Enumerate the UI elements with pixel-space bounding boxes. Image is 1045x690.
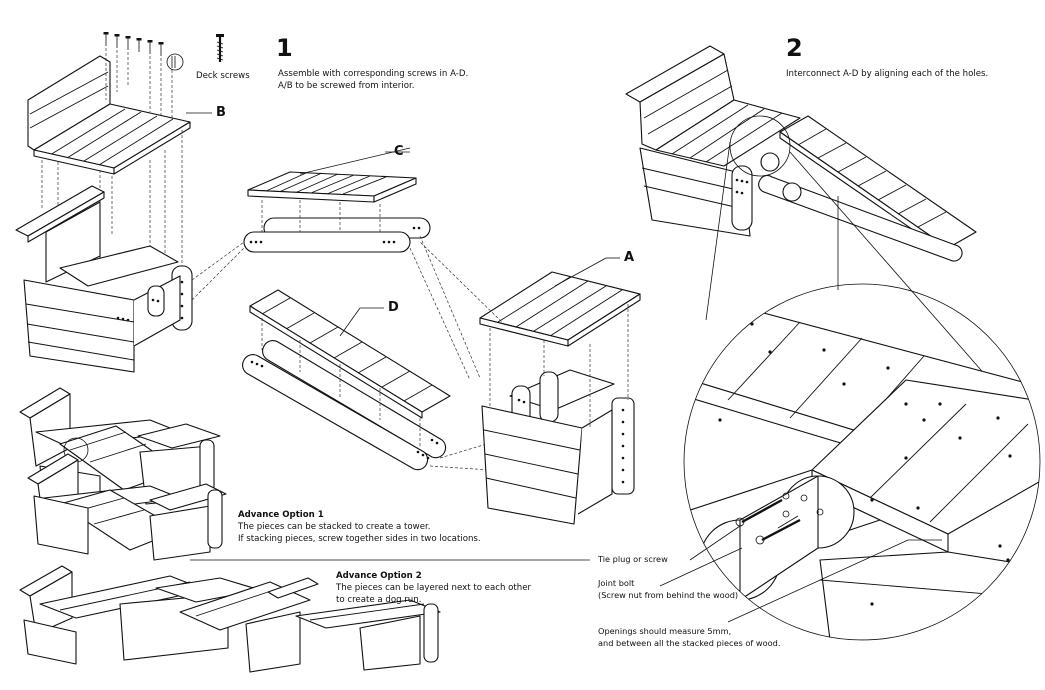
screw-holes-detail: [718, 322, 1012, 606]
chair-frame-b: [15, 185, 193, 373]
callout-openings: Openings should measure 5mm, and between…: [598, 626, 780, 649]
part-label-d: D: [388, 300, 399, 315]
option1-tower: [19, 387, 227, 561]
callout-joint-bolt-title: Joint bolt: [598, 578, 635, 588]
option2-line2: to create a dog run.: [336, 595, 422, 605]
alignment-lines-a: [419, 241, 629, 428]
callout-joint-bolt: Joint bolt (Screw nut from behind the wo…: [598, 578, 738, 601]
callout-joint-bolt-note: (Screw nut from behind the wood): [598, 589, 739, 600]
option1-title: Advance Option 1: [238, 510, 324, 520]
step2-assembled: [625, 45, 977, 262]
option1-notes: Advance Option 1 The pieces can be stack…: [238, 509, 481, 545]
joint-bolt-detail: [735, 492, 824, 545]
screw-holes-d: [250, 360, 439, 460]
step1-instruction-line2: A/B to be screwed from interior.: [278, 81, 415, 91]
option2-title: Advance Option 2: [336, 571, 422, 581]
part-label-c: C: [394, 144, 404, 159]
option2-line1: The pieces can be layered next to each o…: [336, 583, 532, 593]
alignment-lines-d: [261, 318, 501, 471]
option1-line1: The pieces can be stacked to create a to…: [238, 522, 431, 532]
callout-openings-line1: Openings should measure 5mm,: [598, 626, 732, 636]
step1-instructions: Assemble with corresponding screws in A-…: [278, 68, 468, 92]
option2-notes: Advance Option 2 The pieces can be layer…: [336, 570, 531, 606]
screw-holes-b: [116, 280, 184, 322]
step2-number: 2: [786, 34, 803, 62]
alignment-lines-c: [191, 200, 481, 381]
screw-holes-step2: [735, 178, 749, 195]
deck-screws-label: Deck screws: [196, 71, 250, 81]
callout-tie-plug: Tie plug or screw: [598, 554, 668, 564]
screw-holes-a: [517, 398, 625, 484]
step1-number: 1: [276, 34, 293, 62]
option2-dog-run: [19, 565, 441, 673]
deck-screws-row: [103, 32, 184, 71]
screw-holes-c: [249, 226, 421, 244]
part-d: [242, 289, 451, 471]
step1-instruction-line1: Assemble with corresponding screws in A-…: [278, 69, 469, 79]
part-a: [479, 257, 641, 525]
callout-openings-line2: and between all the stacked pieces of wo…: [598, 637, 781, 648]
alignment-lines-b: [41, 48, 183, 268]
step2-instruction: Interconnect A-D by aligning each of the…: [786, 69, 989, 79]
option1-line2: If stacking pieces, screw together sides…: [238, 534, 481, 544]
callout-leaders: [190, 525, 942, 623]
part-c: [243, 147, 431, 253]
part-b-backrest: [27, 55, 191, 175]
part-label-a: A: [624, 250, 635, 265]
deck-screw-icon: [216, 34, 224, 62]
part-label-b: B: [216, 105, 226, 120]
